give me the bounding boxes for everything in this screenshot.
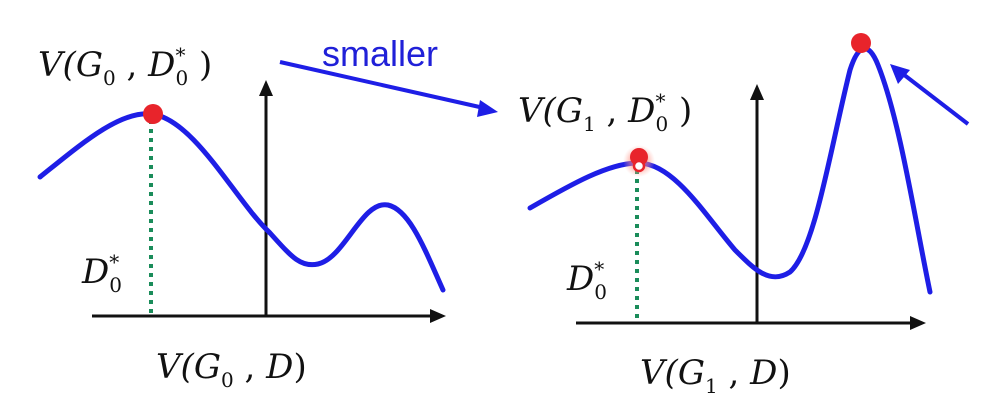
transition-note: smaller [322, 33, 438, 74]
right-marker-label: D*0 [566, 257, 607, 304]
transition-arrow-head [477, 100, 498, 117]
transition-arrow-line [279, 60, 485, 110]
right-pointer-arrow-head [890, 64, 910, 84]
left-x-axis-arrowhead [430, 309, 446, 323]
right-axis-label: V(G1 , D) [640, 353, 791, 398]
right-peak-marker [630, 148, 648, 166]
left-peak-label: V(G0 , D*0 ) [38, 43, 212, 90]
left-y-axis-arrowhead [259, 80, 273, 96]
right-value-curve [527, 46, 933, 295]
transition-arrow-group: smaller [279, 33, 498, 117]
left-plot: V(G0 , D*0 ) D*0 V(G0 , D) [37, 43, 446, 392]
left-value-curve [37, 111, 446, 293]
right-x-axis-arrowhead [910, 316, 926, 330]
right-new-max-marker [851, 33, 871, 53]
right-pointer-arrow-line [901, 72, 970, 126]
right-plot: V(G1 , D*0 ) D*0 V(G1 , D) [518, 33, 970, 398]
right-marker-ring [632, 159, 646, 173]
left-marker-label: D*0 [81, 250, 122, 297]
right-y-axis-arrowhead [750, 84, 764, 100]
right-peak-label: V(G1 , D*0 ) [518, 89, 692, 136]
left-axis-label: V(G0 , D) [156, 347, 307, 392]
left-peak-marker [143, 104, 163, 124]
